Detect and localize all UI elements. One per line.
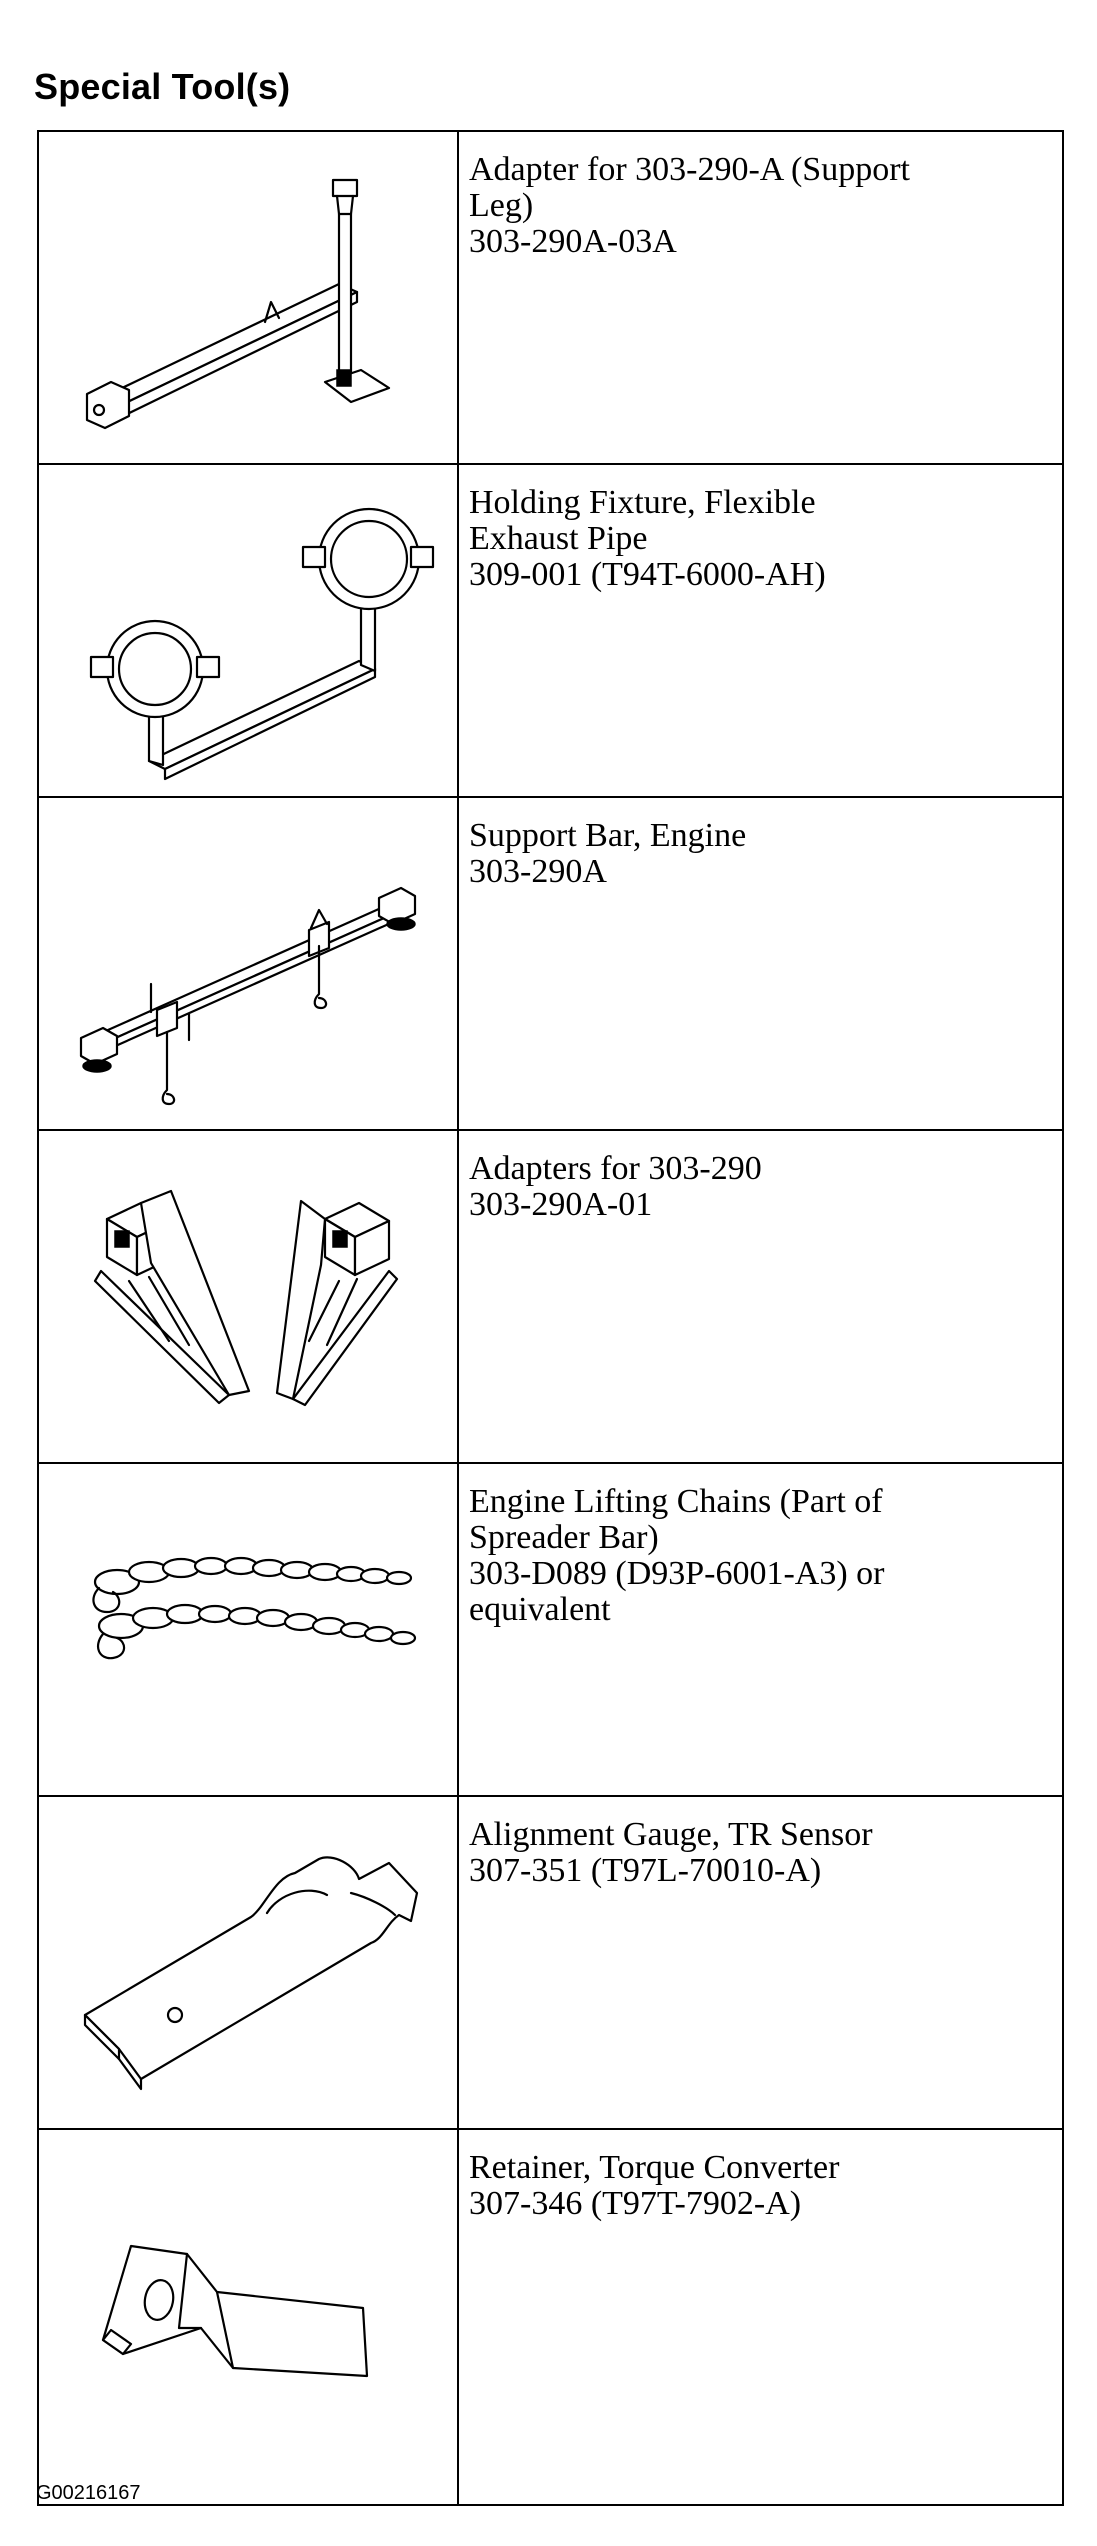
tool-part-number: 303-D089 (D93P-6001-A3) or: [469, 1555, 885, 1592]
tool-description-cell: Retainer, Torque Converter 307-346 (T97T…: [457, 2128, 1064, 2506]
tool-illustration-cell: [37, 463, 459, 798]
tool-description-cell: Adapters for 303-290 303-290A-01: [457, 1129, 1064, 1464]
table-row: Alignment Gauge, TR Sensor 307-351 (T97L…: [37, 1795, 1064, 2130]
tool-description-cell: Adapter for 303-290-A (Support Leg) 303-…: [457, 130, 1064, 465]
tr-sensor-alignment-gauge-icon: [83, 1856, 419, 2091]
tool-description-cell: Support Bar, Engine 303-290A: [457, 796, 1064, 1131]
tool-part-number-extra: equivalent: [469, 1591, 611, 1628]
tool-name-line: Alignment Gauge, TR Sensor: [469, 1816, 873, 1853]
tool-illustration-cell: [37, 1795, 459, 2130]
engine-support-bar-icon: [79, 886, 417, 1106]
tool-description-cell: Alignment Gauge, TR Sensor 307-351 (T97L…: [457, 1795, 1064, 2130]
tool-part-number: 303-290A-01: [469, 1186, 653, 1223]
tool-name-line: Spreader Bar): [469, 1519, 659, 1556]
tool-part-number: 307-351 (T97L-70010-A): [469, 1852, 822, 1889]
tool-name-line: Retainer, Torque Converter: [469, 2149, 840, 2186]
tool-illustration-cell: [37, 1462, 459, 1797]
tool-part-number: 303-290A: [469, 853, 607, 890]
tool-name-line: Adapter for 303-290-A (Support: [469, 151, 910, 188]
tool-name-line: Holding Fixture, Flexible: [469, 484, 816, 521]
lifting-chains-icon: [92, 1556, 417, 1660]
tool-name-line: Leg): [469, 187, 534, 224]
figure-code: G00216167: [36, 2482, 141, 2504]
tool-illustration-cell: [37, 796, 459, 1131]
support-bar-adapters-icon: [93, 1189, 399, 1407]
table-row: Support Bar, Engine 303-290A: [37, 796, 1064, 1131]
tool-description-cell: Engine Lifting Chains (Part of Spreader …: [457, 1462, 1064, 1797]
exhaust-pipe-holding-fixture-icon: [89, 507, 435, 781]
tool-illustration-cell: [37, 130, 459, 465]
table-row: Holding Fixture, Flexible Exhaust Pipe 3…: [37, 463, 1064, 798]
table-row: Engine Lifting Chains (Part of Spreader …: [37, 1462, 1064, 1797]
tool-part-number: 309-001 (T94T-6000-AH): [469, 556, 826, 593]
tool-name-line: Engine Lifting Chains (Part of: [469, 1483, 883, 1520]
table-row: Retainer, Torque Converter 307-346 (T97T…: [37, 2128, 1064, 2506]
tool-part-number: 303-290A-03A: [469, 223, 677, 260]
tool-name-line: Adapters for 303-290: [469, 1150, 762, 1187]
special-tools-table: Adapter for 303-290-A (Support Leg) 303-…: [37, 130, 1064, 2506]
tool-description-cell: Holding Fixture, Flexible Exhaust Pipe 3…: [457, 463, 1064, 798]
page-title: Special Tool(s): [34, 66, 291, 107]
table-row: Adapters for 303-290 303-290A-01: [37, 1129, 1064, 1464]
tool-illustration-cell: [37, 1129, 459, 1464]
tool-illustration-cell: [37, 2128, 459, 2506]
support-leg-adapter-icon: [85, 178, 391, 430]
tool-part-number: 307-346 (T97T-7902-A): [469, 2185, 802, 2222]
table-row: Adapter for 303-290-A (Support Leg) 303-…: [37, 130, 1064, 465]
tool-name-line: Exhaust Pipe: [469, 520, 648, 557]
torque-converter-retainer-icon: [101, 2244, 369, 2378]
tool-name-line: Support Bar, Engine: [469, 817, 747, 854]
